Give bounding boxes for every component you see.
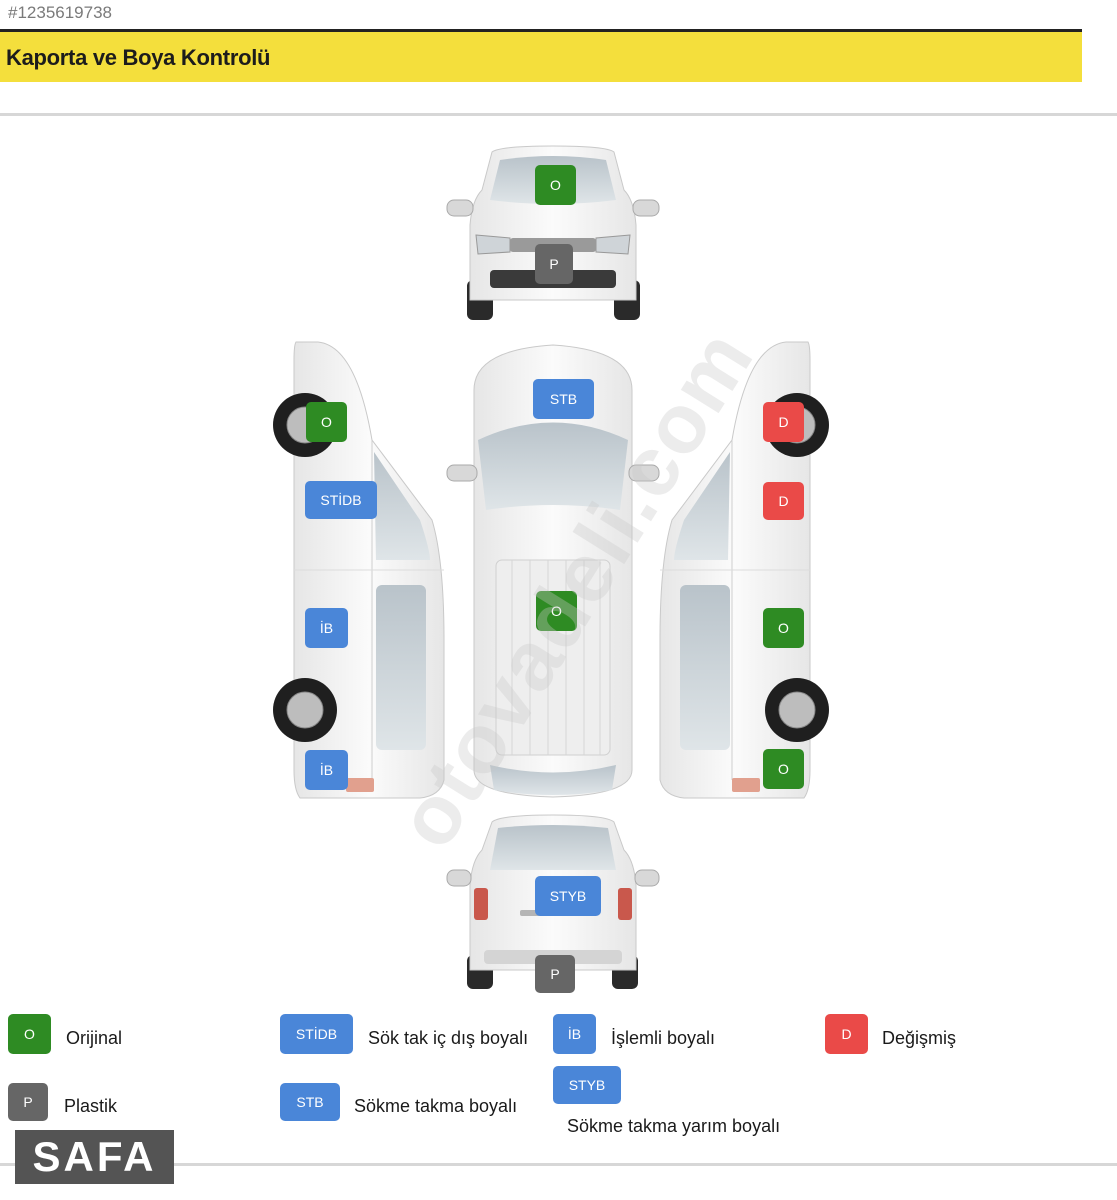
header-band (0, 32, 1082, 82)
legend-badge-ib: İB (553, 1014, 596, 1054)
front-view (446, 145, 660, 320)
safa-logo: SAFA (15, 1130, 174, 1184)
top-rule (0, 29, 1082, 32)
bottom-divider (0, 1163, 1117, 1166)
legend-label-stb: Sökme takma boyalı (354, 1096, 518, 1116)
section-divider (0, 113, 1117, 116)
legend-badge-plastik: P (8, 1083, 48, 1121)
part-badge-rear-bumper: P (535, 955, 575, 993)
legend-badge-stb: STB (280, 1083, 340, 1121)
top-view (446, 344, 660, 798)
legend-label-styb: Sökme takma yarım boyalı (567, 1116, 781, 1136)
legend-badge-orijinal: O (8, 1014, 51, 1054)
legend-label-orijinal: Orijinal (66, 1028, 123, 1048)
part-badge-roof: STB (533, 379, 594, 419)
part-badge-right-rear-quarter: O (763, 749, 804, 789)
part-badge-left-front-fender: O (306, 402, 347, 442)
legend-badge-styb: STYB (553, 1066, 621, 1104)
part-badge-front-bumper: P (535, 244, 573, 284)
right-side-view (659, 341, 829, 799)
part-badge-rear-tailgate: STYB (535, 876, 601, 916)
legend-label-ib: İşlemli boyalı (611, 1028, 716, 1048)
listing-id: #1235619738 (8, 3, 113, 22)
legend-badge-stidb: STİDB (280, 1014, 353, 1054)
part-badge-front-windshield: O (535, 165, 576, 205)
part-badge-right-rear-door: O (763, 608, 804, 648)
part-badge-right-front-door: D (763, 482, 804, 520)
left-side-view (273, 341, 445, 799)
legend-badge-degismis: D (825, 1014, 868, 1054)
part-badge-left-front-door: STİDB (305, 481, 377, 519)
part-badge-hood: O (536, 591, 577, 631)
legend-label-plastik: Plastik (64, 1096, 118, 1116)
part-badge-left-rear-door: İB (305, 608, 348, 648)
page-title: Kaporta ve Boya Kontrolü (6, 45, 271, 70)
part-badge-right-front-fender: D (763, 402, 804, 442)
part-badge-left-rear-quarter: İB (305, 750, 348, 790)
legend-label-stidb: Sök tak iç dış boyalı (368, 1028, 529, 1048)
legend-label-degismis: Değişmiş (882, 1028, 957, 1048)
